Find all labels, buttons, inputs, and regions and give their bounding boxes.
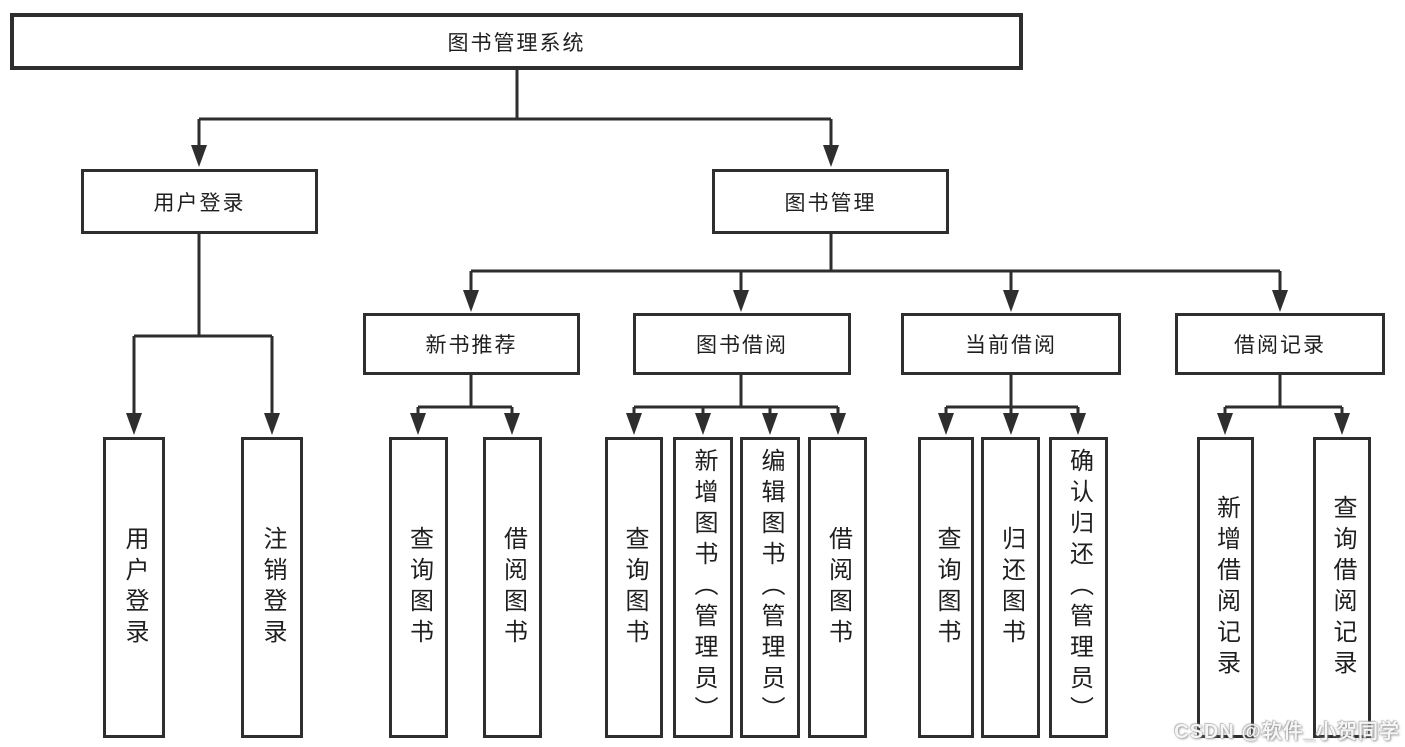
leaf-user-login: 用户登录 — [103, 437, 165, 738]
node-user-login: 用户登录 — [81, 169, 318, 234]
leaf-label: 查询图书 — [405, 525, 433, 650]
leaf-label: 编辑图书（管理员） — [757, 448, 784, 727]
leaf-label: 借阅图书 — [824, 525, 852, 650]
arrowhead — [1217, 413, 1233, 435]
node-library-system-root: 图书管理系统 — [10, 13, 1023, 70]
leaf-edit-book-admin: 编辑图书（管理员） — [740, 437, 800, 738]
arrowhead — [410, 413, 426, 435]
node-label: 用户登录 — [153, 191, 246, 215]
leaf-confirm-return-admin: 确认归还（管理员） — [1049, 437, 1108, 738]
leaf-label: 查询图书 — [621, 525, 648, 650]
arrowhead — [823, 145, 839, 167]
arrowhead — [504, 413, 520, 435]
node-label: 图书借阅 — [696, 334, 788, 357]
connector-current-children — [944, 375, 1080, 416]
arrowhead — [191, 145, 207, 167]
leaf-borrow-books-1: 借阅图书 — [483, 437, 542, 738]
leaf-query-borrow-record: 查询借阅记录 — [1313, 437, 1371, 738]
arrowhead — [733, 290, 749, 312]
arrowhead — [1334, 413, 1350, 435]
connector-user-login-children — [132, 234, 274, 416]
leaf-query-books-2: 查询图书 — [605, 437, 663, 738]
leaf-label: 借阅图书 — [499, 525, 527, 650]
connector-book-management-children — [469, 234, 1282, 292]
arrowhead — [463, 290, 479, 312]
leaf-borrow-books-2: 借阅图书 — [808, 437, 867, 738]
arrowhead — [1003, 413, 1019, 435]
node-label: 当前借阅 — [965, 334, 1057, 357]
leaf-query-books-1: 查询图书 — [389, 437, 448, 738]
leaf-label: 确认归还（管理员） — [1065, 448, 1093, 727]
arrowhead — [1003, 290, 1019, 312]
leaf-label: 查询图书 — [933, 525, 960, 650]
leaf-logout: 注销登录 — [241, 437, 303, 738]
leaf-label: 查询借阅记录 — [1329, 494, 1356, 681]
arrowhead — [938, 413, 954, 435]
node-label: 图书管理 — [784, 191, 877, 215]
node-borrowing-records: 借阅记录 — [1175, 313, 1385, 375]
node-new-book-recommendation: 新书推荐 — [363, 313, 580, 375]
leaf-label: 新增借阅记录 — [1212, 494, 1240, 681]
watermark: CSDN @软件_小贺同学 — [1174, 721, 1400, 743]
node-label: 图书管理系统 — [447, 31, 586, 55]
arrowhead — [695, 413, 711, 435]
arrowhead — [1070, 413, 1086, 435]
connector-borrow-children — [632, 375, 840, 416]
arrowhead — [1272, 290, 1288, 312]
connector-root-to-level2 — [197, 70, 833, 148]
node-book-management: 图书管理 — [712, 169, 949, 234]
node-label: 新书推荐 — [425, 334, 518, 357]
arrowhead — [626, 413, 642, 435]
leaf-label: 归还图书 — [997, 525, 1025, 650]
leaf-return-book: 归还图书 — [981, 437, 1040, 738]
connector-new-book-children — [416, 375, 514, 416]
node-label: 借阅记录 — [1234, 334, 1326, 357]
leaf-label: 用户登录 — [121, 525, 148, 650]
connector-records-children — [1223, 375, 1344, 416]
leaf-query-books-3: 查询图书 — [918, 437, 974, 738]
arrowhead — [126, 413, 142, 435]
leaf-label: 新增图书（管理员） — [690, 448, 717, 727]
arrowhead — [830, 413, 846, 435]
leaf-add-borrow-record: 新增借阅记录 — [1197, 437, 1254, 738]
arrowhead — [264, 413, 280, 435]
node-book-borrowing: 图书借阅 — [633, 313, 851, 375]
leaf-add-book-admin: 新增图书（管理员） — [673, 437, 733, 738]
arrowhead — [762, 413, 778, 435]
leaf-label: 注销登录 — [259, 525, 286, 650]
node-current-borrowing: 当前借阅 — [901, 313, 1121, 375]
